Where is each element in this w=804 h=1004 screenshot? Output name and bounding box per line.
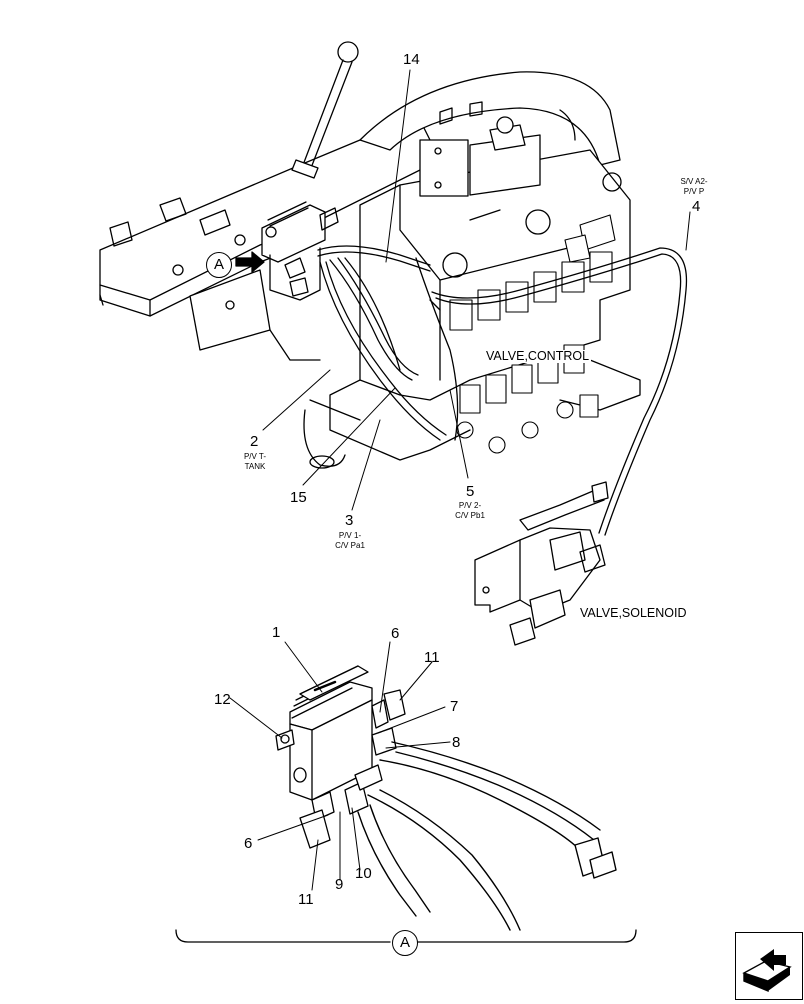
detail-pointer-arrow	[235, 251, 265, 273]
control-lever	[291, 41, 359, 179]
cover-dome	[359, 71, 621, 166]
leader-lines	[229, 69, 691, 891]
next-page-arrow-icon	[742, 949, 792, 993]
sublabel-4-line1: S/V A2-	[680, 177, 708, 186]
valve-control-label: VALVE,CONTROL	[484, 349, 592, 363]
sublabel-3-line1: P/V 1-	[338, 531, 362, 540]
callout-14: 14	[403, 51, 420, 68]
frame-bracket	[99, 119, 441, 361]
callout-4: 4	[692, 198, 701, 215]
detail-a-marker-lower: A	[392, 930, 418, 956]
callout-6-bottom: 6	[244, 835, 253, 852]
control-valve-body	[303, 116, 641, 469]
next-page-icon[interactable]	[735, 932, 803, 1000]
callout-3: 3	[345, 512, 354, 529]
callout-8: 8	[452, 734, 461, 751]
pilot-valve-upper	[261, 201, 339, 301]
callout-15: 15	[290, 489, 307, 506]
sublabel-3-line2: C/V Pa1	[335, 541, 365, 550]
callout-7: 7	[450, 698, 459, 715]
detail-a-pilot-valve	[275, 665, 406, 849]
sublabel-2-line2: TANK	[244, 462, 266, 471]
sublabel-4-line2: P/V P	[683, 187, 705, 196]
valve-solenoid-label: VALVE,SOLENOID	[580, 606, 687, 620]
sublabel-2-line1: P/V T-	[243, 452, 267, 461]
callout-6-top: 6	[391, 625, 400, 642]
callout-11-bottom: 11	[298, 891, 314, 908]
detail-a-hoses	[357, 741, 617, 931]
sublabel-5-line2: C/V Pb1	[455, 511, 485, 520]
callout-10: 10	[355, 865, 372, 882]
callout-5: 5	[466, 483, 475, 500]
callout-12: 12	[214, 691, 231, 708]
detail-a-bracket	[175, 929, 637, 943]
sublabel-5-line1: P/V 2-	[458, 501, 482, 510]
hoses-upper	[317, 245, 688, 536]
callout-11-top: 11	[424, 649, 440, 666]
solenoid-valve-block	[474, 481, 609, 646]
callout-1: 1	[272, 624, 281, 641]
valve-spools	[449, 214, 616, 454]
callout-9: 9	[335, 876, 344, 893]
callout-2: 2	[250, 433, 259, 450]
detail-a-marker-upper: A	[206, 252, 232, 278]
